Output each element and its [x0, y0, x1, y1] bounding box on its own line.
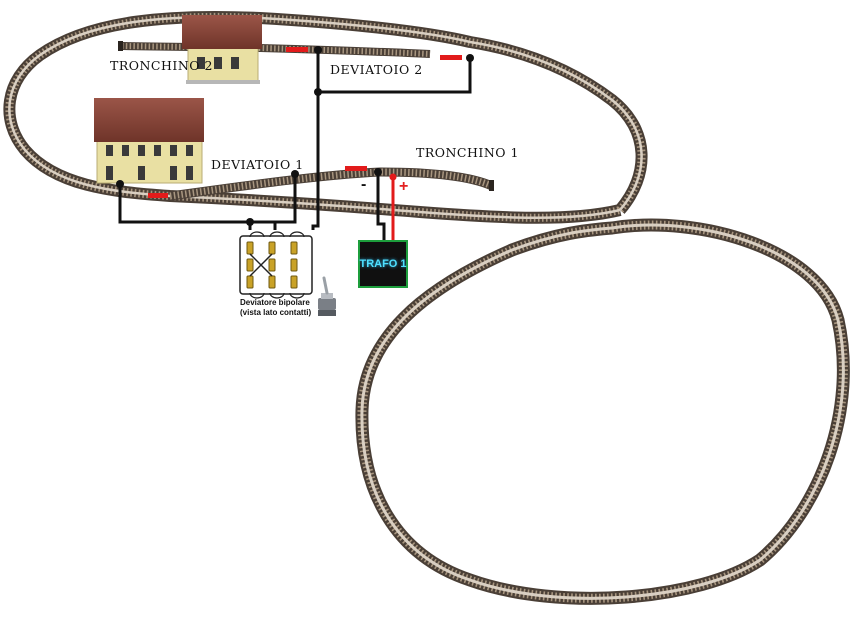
label-tronchino-2: TRONCHINO 2 [110, 58, 213, 73]
toggle-switch-icon [318, 276, 336, 316]
buffer-stop-tronchino-2 [118, 41, 123, 51]
transformer-label: TRAFO 1 [359, 258, 407, 270]
transformer-box: TRAFO 1 [358, 240, 408, 288]
bipolar-switch [236, 230, 346, 324]
insulator-4 [345, 166, 367, 171]
buffer-stop-tronchino-1 [489, 180, 494, 191]
station-building-large [94, 98, 204, 184]
track-upper-loop [3, 10, 648, 224]
polarity-plus: + [399, 178, 409, 195]
track-lower-loop [355, 218, 850, 605]
label-tronchino-1: TRONCHINO 1 [416, 145, 519, 160]
track-tronchino-2 [118, 41, 431, 58]
label-deviatoio-2: DEVIATOIO 2 [330, 62, 423, 77]
station-building-small [182, 15, 262, 84]
switch-caption: Deviatore bipolare (vista lato contatti) [240, 298, 311, 317]
switch-caption-line-2: (vista lato contatti) [240, 307, 312, 317]
track-tronchino-1 [169, 167, 494, 201]
insulator-2 [440, 55, 462, 60]
insulator-1 [286, 47, 308, 52]
wire-junctions [116, 46, 474, 226]
switch-caption-line-1: Deviatore bipolare [240, 298, 310, 307]
polarity-minus: - [361, 176, 367, 193]
insulator-3 [148, 193, 168, 198]
label-deviatoio-1: DEVIATOIO 1 [211, 157, 304, 172]
insulated-joints [148, 47, 462, 198]
